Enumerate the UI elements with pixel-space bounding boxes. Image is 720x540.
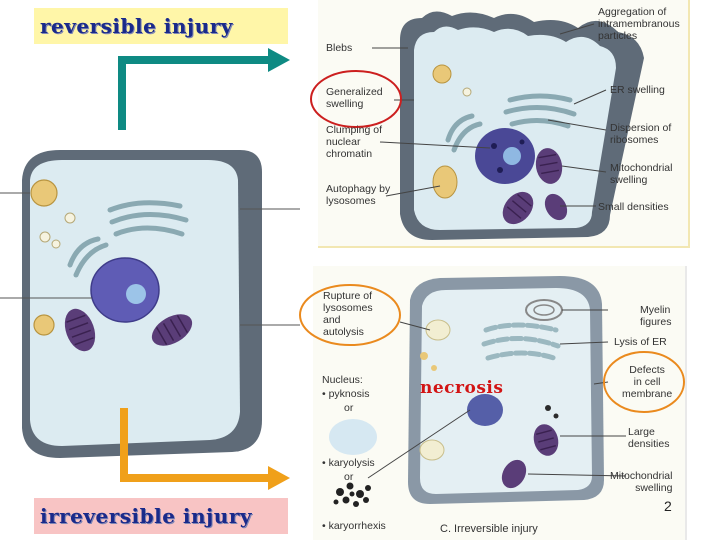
label-er-swelling: ER swelling [610, 84, 665, 96]
label-karyorrhexis: • karyorrhexis [322, 520, 386, 532]
reversible-injury-heading: reversible injury [34, 8, 288, 44]
label-myelin: Myelin figures [640, 304, 672, 328]
label-autophagy: Autophagy by lysosomes [326, 183, 391, 207]
nucleolus [126, 284, 146, 304]
vesicle [30, 179, 58, 207]
autophagic-vacuole [432, 165, 458, 199]
label-small-densities: Small densities [598, 201, 669, 213]
label-generalized-swelling: Generalized swelling [326, 86, 383, 110]
vesicle [51, 239, 61, 249]
label-nucleus: Nucleus: [322, 374, 363, 386]
vesicle [462, 87, 472, 97]
normal-cell [0, 150, 300, 458]
label-dispersion: Dispersion of ribosomes [610, 122, 672, 146]
irreversible-cell [329, 276, 604, 507]
vesicle [432, 64, 452, 84]
reversible-arrow [118, 56, 272, 130]
irreversible-injury-heading: irreversible injury [34, 498, 288, 534]
label-or-2: or [344, 471, 354, 483]
label-rupture: Rupture of lysosomes and autolysis [323, 290, 373, 338]
label-defects: Defects in cell membrane [622, 364, 673, 400]
necrosis-label: necrosis [420, 378, 504, 398]
rupture-lysosomes-highlight [299, 284, 401, 346]
nucleus [90, 257, 160, 323]
label-karyolysis: • karyolysis [322, 457, 375, 469]
figure-caption: C. Irreversible injury [440, 523, 538, 535]
mitochondrion [151, 314, 193, 346]
label-lysis-er: Lysis of ER [614, 336, 667, 348]
page-number: 2 [664, 498, 672, 514]
vesicle [33, 314, 55, 336]
karyolysis-nucleus [329, 419, 377, 455]
label-pyknosis: • pyknosis [322, 388, 370, 400]
label-mito-swelling-top: Mitochondrial swelling [610, 162, 673, 186]
label-large-densities: Large densities [628, 426, 670, 450]
karyorrhexis-nucleus [333, 482, 371, 507]
vesicle [64, 212, 76, 224]
irreversible-arrow [120, 408, 272, 482]
reversible-cell [400, 11, 644, 241]
mitochondrion [64, 308, 96, 352]
label-aggregation: Aggregation of intramembranous particles [598, 6, 680, 42]
label-clumping: Clumping of nuclear chromatin [326, 124, 383, 160]
label-or-1: or [344, 402, 354, 414]
label-blebs: Blebs [326, 42, 353, 54]
generalized-swelling-highlight [310, 70, 402, 128]
defects-membrane-highlight [603, 351, 685, 413]
vesicle [39, 231, 51, 243]
label-mito-swelling-bottom: Mitochondrial swelling [610, 470, 673, 494]
pyknotic-nucleus [467, 394, 503, 426]
